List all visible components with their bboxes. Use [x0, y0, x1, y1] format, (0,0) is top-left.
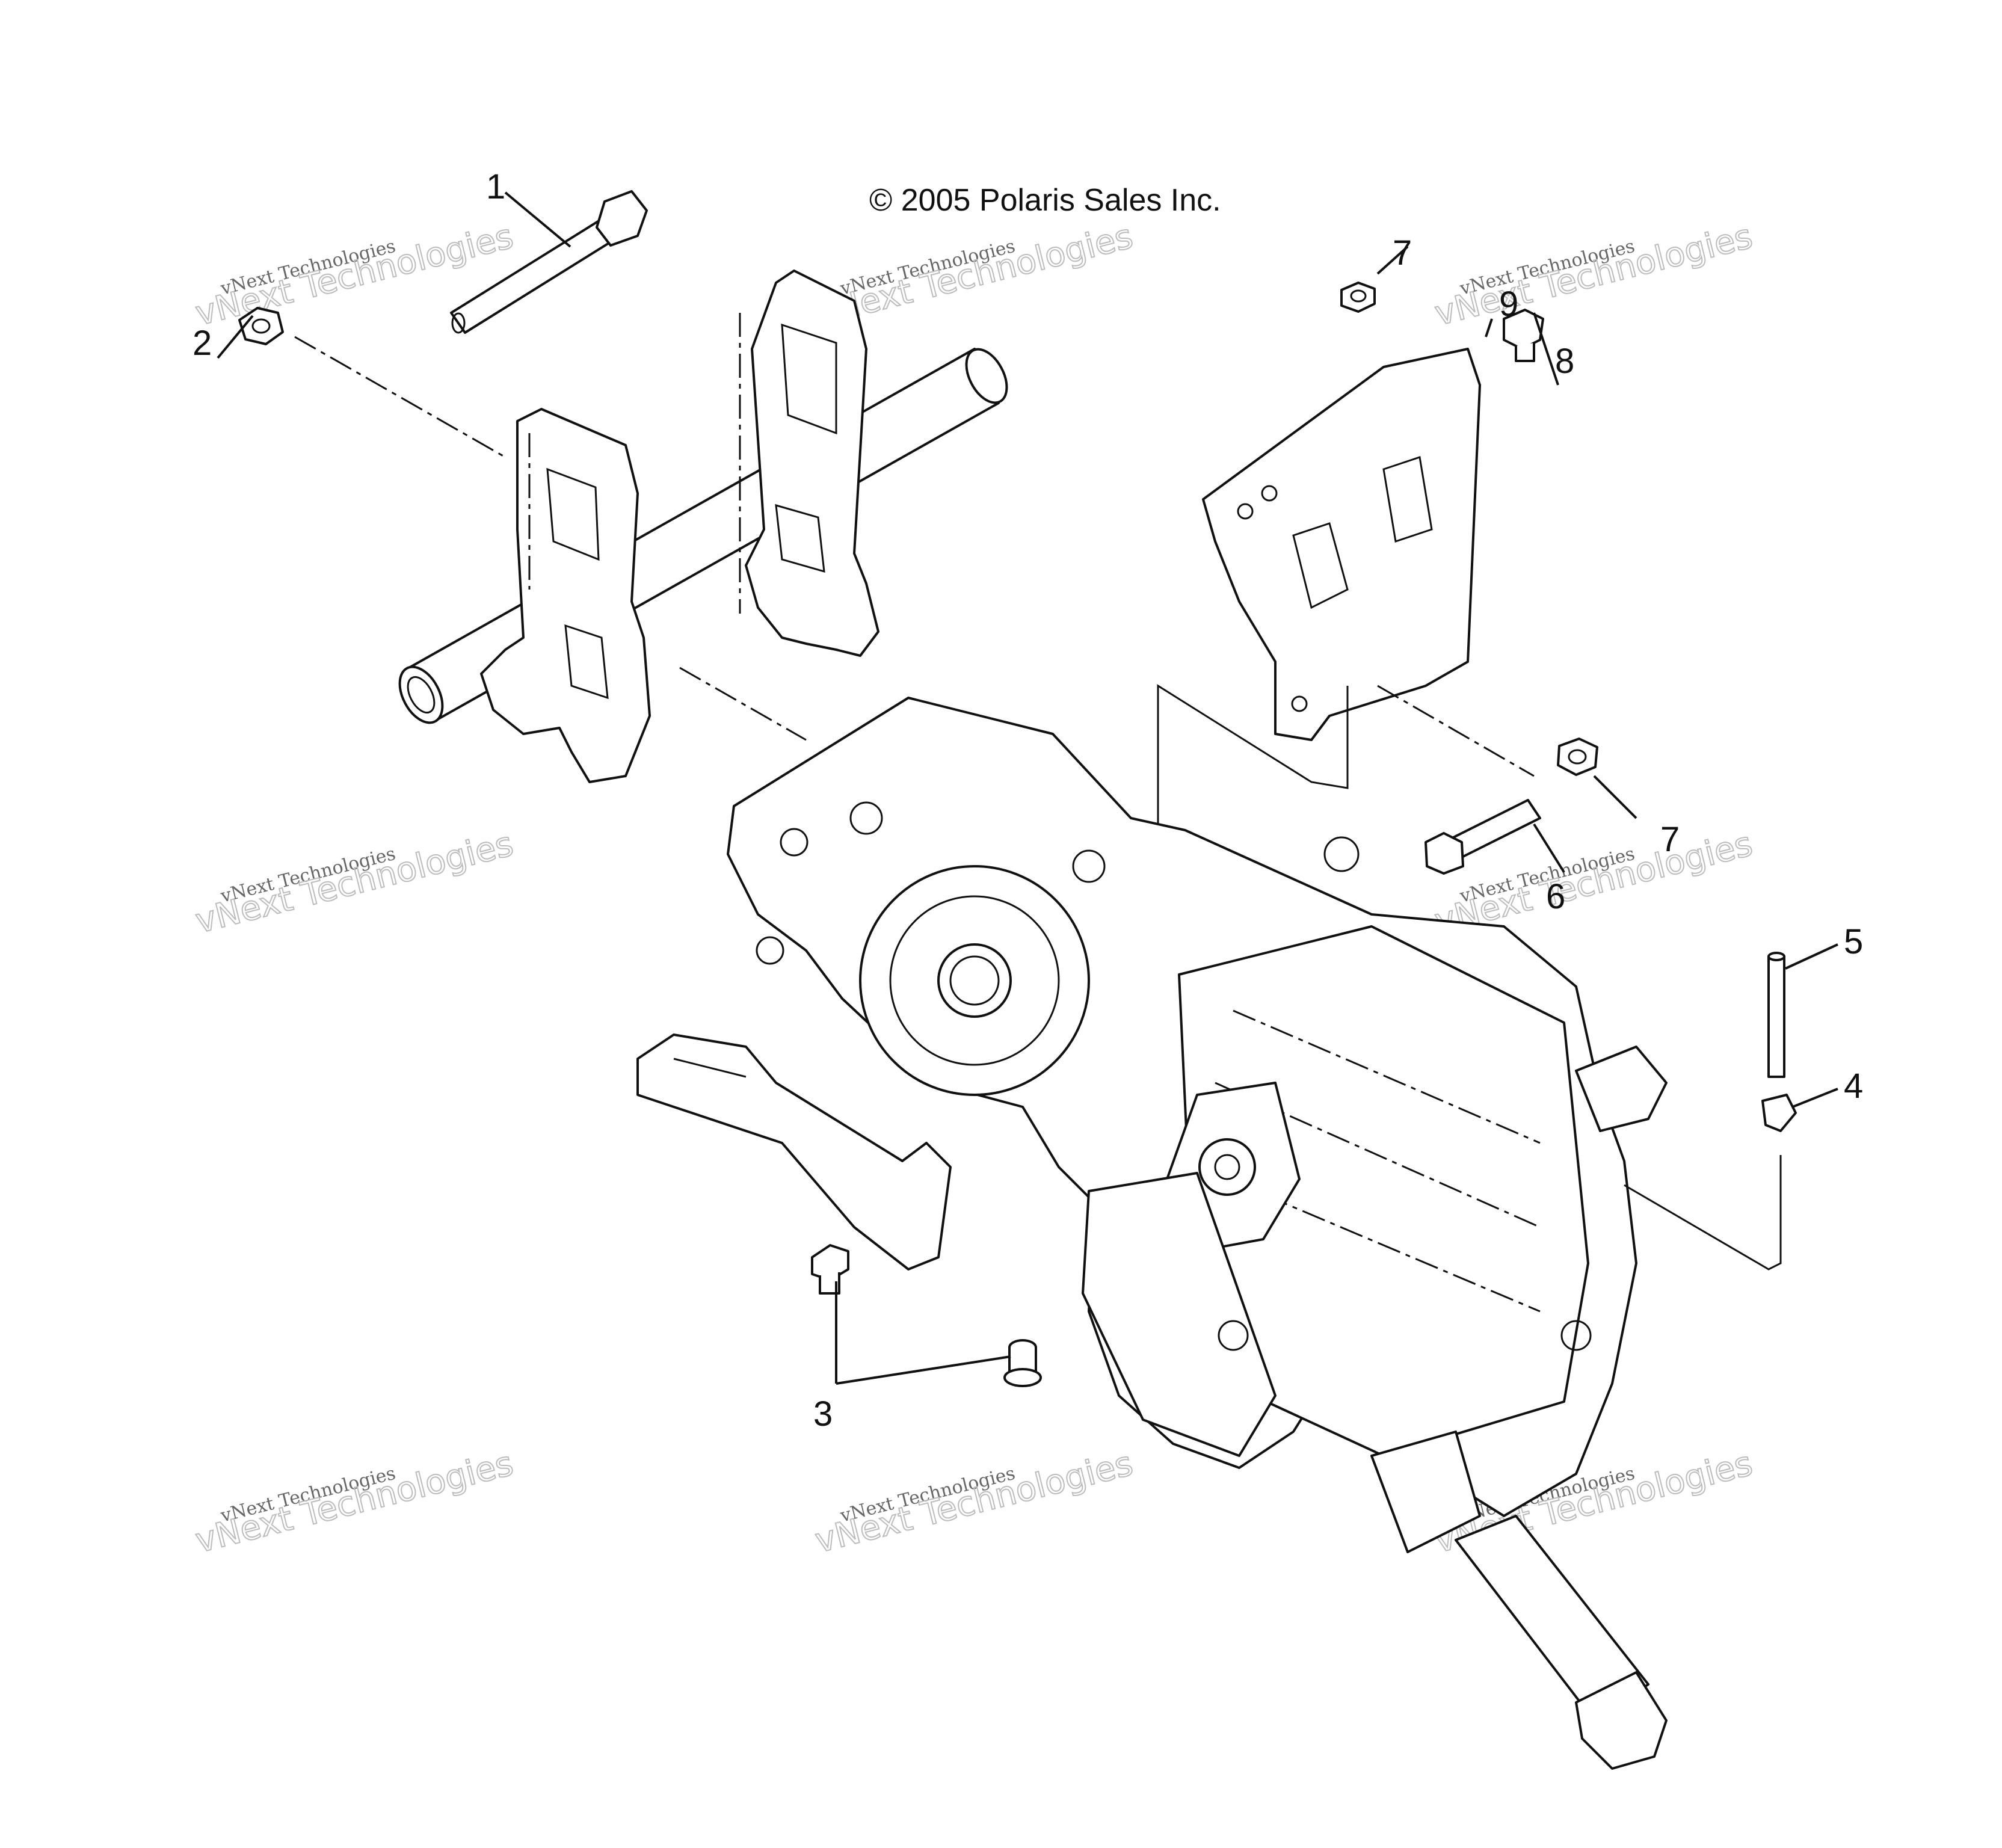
- part-bolt-long: [450, 190, 648, 334]
- part-bolt-medium: [1424, 799, 1541, 875]
- part-mounting-plate: [1202, 348, 1481, 741]
- watermark: vNext Technologies vNext Technologies: [191, 824, 518, 942]
- callout-4: 4: [1844, 1067, 1863, 1106]
- callout-2: 2: [192, 324, 212, 363]
- line-pin-path: [1624, 1155, 1782, 1270]
- callout-1: 1: [486, 167, 505, 206]
- part-bolt-small: [1503, 309, 1544, 362]
- dash-line-crossbar: [679, 667, 807, 741]
- callout-9: 9: [1499, 285, 1518, 324]
- watermark: vNext Technologies vNext Technologies: [191, 1444, 518, 1562]
- dash-line-plate: [1377, 685, 1535, 777]
- callout-8: 8: [1555, 342, 1574, 381]
- part-crossbar-assembly: [398, 270, 1008, 783]
- part-pin: [1767, 952, 1785, 1078]
- part-nut-lower: [1557, 738, 1598, 776]
- leader-lines: [217, 191, 1838, 1385]
- part-transmission-housing: [727, 697, 1668, 1770]
- watermark: vNext Technologies vNext Technologies: [1431, 217, 1757, 334]
- part-clip: [1761, 1094, 1797, 1132]
- callout-5: 5: [1844, 922, 1863, 961]
- part-bolt-short-a: [811, 1244, 849, 1295]
- part-nut-upper: [1340, 282, 1376, 313]
- callout-3: 3: [813, 1394, 833, 1434]
- callout-7-upper: 7: [1393, 233, 1412, 273]
- line-plate-left: [1157, 684, 1349, 824]
- part-bolt-short-b: [1003, 1339, 1042, 1387]
- callout-7-lower: 7: [1660, 820, 1680, 859]
- part-lower-bracket: [636, 1033, 952, 1270]
- callout-6: 6: [1546, 877, 1565, 916]
- dash-line-nut: [294, 336, 506, 458]
- watermark: vNext Technologies vNext Technologies: [811, 1444, 1138, 1562]
- copyright-text: © 2005 Polaris Sales Inc.: [869, 183, 1221, 218]
